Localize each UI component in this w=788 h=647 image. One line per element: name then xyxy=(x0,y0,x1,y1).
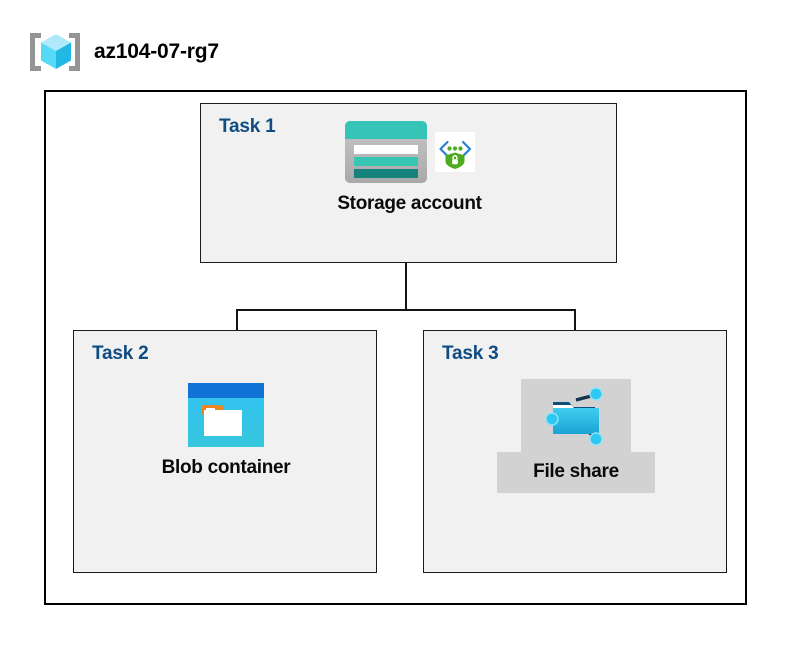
node-blob-container[interactable]: Blob container xyxy=(128,383,324,479)
cube-glyph xyxy=(41,34,71,69)
task-1-label: Task 1 xyxy=(219,116,276,137)
blob-document xyxy=(204,410,242,436)
connector-storage-stem xyxy=(405,263,407,310)
page-title: az104-07-rg7 xyxy=(94,40,219,63)
connector-horizontal-bus xyxy=(236,309,576,311)
file-share-caption: File share xyxy=(497,452,655,493)
blob-container-icon-row xyxy=(188,383,264,447)
task-3-label: Task 3 xyxy=(442,343,499,364)
secure-endpoint-shield-icon xyxy=(434,132,475,172)
task-2-box[interactable]: Task 2 Blob container xyxy=(73,330,377,573)
file-share-icon-row xyxy=(521,379,631,452)
storage-card-header xyxy=(344,121,427,139)
node-file-share[interactable]: File share xyxy=(471,379,681,493)
storage-account-caption: Storage account xyxy=(337,193,482,214)
file-share-icon xyxy=(545,386,607,448)
blob-window-titlebar xyxy=(188,383,264,398)
blob-container-caption: Blob container xyxy=(161,457,291,478)
bracket-left-decoration xyxy=(30,33,41,71)
blob-container-icon xyxy=(188,383,264,447)
task-2-label: Task 2 xyxy=(92,343,149,364)
resource-group-icon xyxy=(30,27,80,77)
storage-bar-2 xyxy=(353,157,418,166)
storage-bar-3 xyxy=(353,169,418,178)
task-1-box[interactable]: Task 1 xyxy=(200,103,617,263)
resource-group-container: Task 1 xyxy=(44,90,747,605)
node-storage-account[interactable]: Storage account xyxy=(302,121,517,215)
storage-account-icon-row xyxy=(344,121,475,183)
storage-bar-1 xyxy=(353,145,418,154)
bracket-right-decoration xyxy=(69,33,80,71)
diagram-header: az104-07-rg7 xyxy=(30,28,219,76)
storage-account-icon xyxy=(344,121,427,183)
task-3-box[interactable]: Task 3 xyxy=(423,330,727,573)
